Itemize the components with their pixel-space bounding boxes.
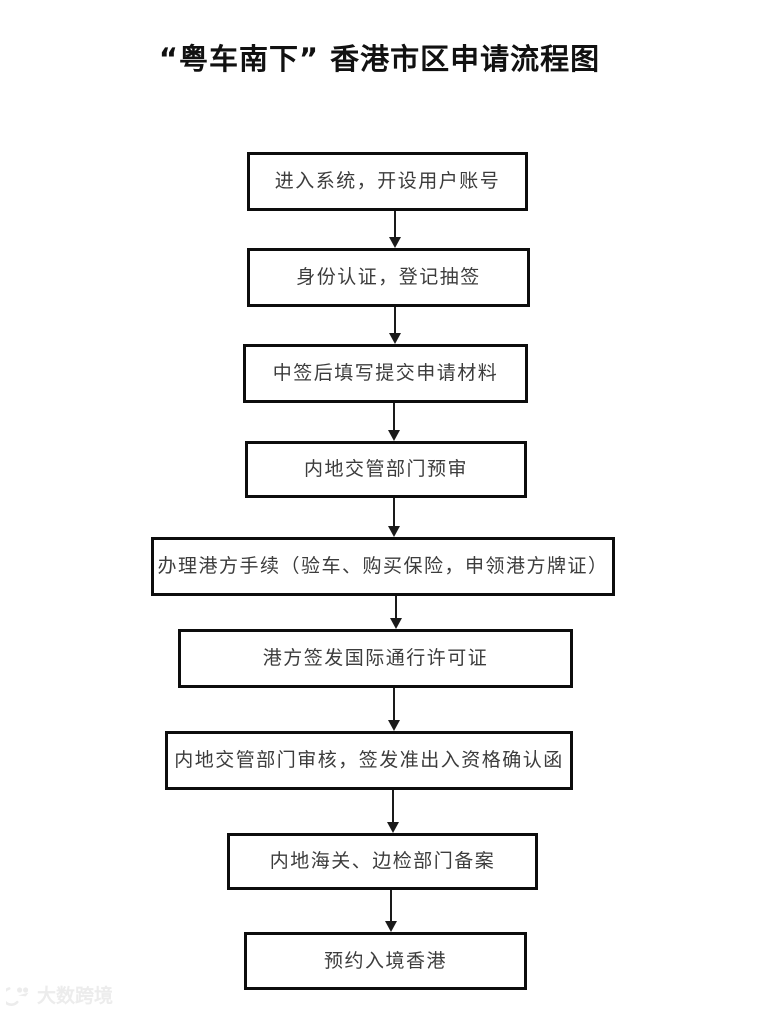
flow-node-label: 身份认证，登记抽签 [296,266,481,289]
flow-arrow-8-9 [384,890,398,932]
flow-node-step-1[interactable]: 进入系统，开设用户账号 [247,152,528,211]
flow-arrow-7-8 [386,790,400,833]
watermark-logo-icon [6,987,29,1006]
flow-node-step-6[interactable]: 港方签发国际通行许可证 [178,629,573,688]
page-title: “粤车南下” 香港市区申请流程图 [158,42,601,76]
flow-arrow-4-5 [387,498,401,537]
flow-node-step-8[interactable]: 内地海关、边检部门备案 [227,833,538,890]
flow-node-step-7[interactable]: 内地交管部门审核，签发准出入资格确认函 [165,731,573,790]
flow-node-label: 进入系统，开设用户账号 [274,170,501,193]
flow-arrow-5-6 [389,596,403,629]
flow-node-label: 内地交管部门审核，签发准出入资格确认函 [174,749,564,772]
flow-arrow-6-7 [387,688,401,731]
flow-node-label: 预约入境香港 [323,949,447,972]
flow-node-label: 中签后填写提交申请材料 [272,362,499,385]
flow-arrow-2-3 [388,307,402,344]
flow-node-step-2[interactable]: 身份认证，登记抽签 [247,248,530,307]
flow-arrow-1-2 [388,211,402,248]
flow-node-step-4[interactable]: 内地交管部门预审 [245,441,527,498]
flow-node-step-3[interactable]: 中签后填写提交申请材料 [243,344,528,403]
flow-node-step-9[interactable]: 预约入境香港 [244,932,527,990]
flow-node-label: 办理港方手续（验车、购买保险，申领港方牌证） [157,555,609,578]
flow-node-label: 内地海关、边检部门备案 [269,850,496,873]
flow-node-label: 内地交管部门预审 [303,458,468,481]
flow-arrow-3-4 [387,403,401,441]
watermark-label: 大数跨境 [37,984,114,1007]
flow-node-label: 港方签发国际通行许可证 [262,647,489,670]
flow-node-step-5[interactable]: 办理港方手续（验车、购买保险，申领港方牌证） [151,537,615,596]
watermark: 大数跨境 [6,985,113,1007]
